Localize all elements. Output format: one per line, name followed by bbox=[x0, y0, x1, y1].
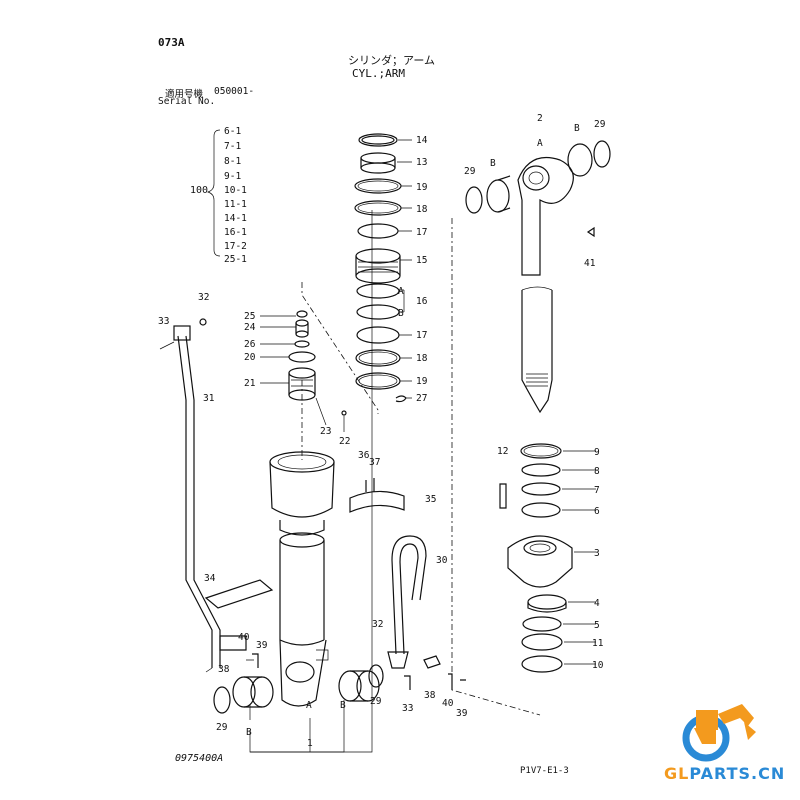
callout-c40b: 40 bbox=[442, 698, 454, 709]
callout-c17b: 17 bbox=[416, 330, 427, 341]
kit-item: 17-2 bbox=[224, 241, 247, 252]
callout-c22: 22 bbox=[339, 436, 350, 447]
seal-stack-upper bbox=[354, 133, 412, 403]
callout-c8: 8 bbox=[594, 466, 600, 477]
callout-c32a: 32 bbox=[198, 292, 209, 303]
callout-c16A: A bbox=[398, 286, 404, 297]
callout-c2B1: B bbox=[490, 158, 496, 169]
callout-c37: 37 bbox=[369, 457, 380, 468]
callout-c16B: B bbox=[398, 308, 404, 319]
callout-c34: 34 bbox=[204, 573, 216, 584]
kit-item: 7-1 bbox=[224, 141, 242, 152]
centerline-left bbox=[301, 282, 379, 414]
kit-item: 25-1 bbox=[224, 254, 247, 265]
callout-c38b: 38 bbox=[424, 690, 436, 701]
callout-c31: 31 bbox=[203, 393, 215, 404]
callout-c19a: 19 bbox=[416, 182, 428, 193]
callout-c11: 11 bbox=[592, 638, 604, 649]
rod-head-seals bbox=[499, 443, 596, 673]
kit-item: 16-1 bbox=[224, 227, 247, 238]
kit-number: 100 bbox=[190, 185, 209, 196]
title-english: CYL.;ARM bbox=[352, 67, 405, 80]
serial-label-jp: 適用号機 bbox=[165, 89, 204, 100]
callout-c2B2: B bbox=[574, 123, 580, 134]
drawing-number: 0975400A bbox=[175, 753, 224, 764]
kit-item: 8-1 bbox=[224, 156, 242, 167]
callout-c6: 6 bbox=[594, 506, 600, 517]
cylinder-tube bbox=[269, 451, 335, 707]
callout-c36: 36 bbox=[358, 450, 370, 461]
callout-c35: 35 bbox=[425, 494, 436, 505]
callout-c25: 25 bbox=[244, 311, 255, 322]
callout-c24: 24 bbox=[244, 322, 256, 333]
callout-c41: 41 bbox=[584, 258, 596, 269]
brand-logo bbox=[672, 696, 772, 766]
callout-c13: 13 bbox=[416, 157, 427, 168]
callout-c32b: 32 bbox=[372, 619, 383, 630]
kit-item: 11-1 bbox=[224, 199, 247, 210]
callout-c23: 23 bbox=[320, 426, 331, 437]
callout-labels: 141319181715AB16171819272ABB292941987612… bbox=[158, 113, 606, 749]
piston-rod bbox=[451, 140, 611, 716]
callout-c4: 4 bbox=[594, 598, 600, 609]
callout-c1A: A bbox=[306, 700, 312, 711]
callout-c7: 7 bbox=[594, 485, 600, 496]
excavator-gear-logo-icon bbox=[682, 704, 756, 762]
piston-parts bbox=[260, 310, 347, 432]
bottom-fittings bbox=[205, 653, 466, 690]
callout-c29c: 29 bbox=[216, 722, 228, 733]
callout-c19b: 19 bbox=[416, 376, 428, 387]
callout-c38a: 38 bbox=[218, 664, 230, 675]
kit-item: 9-1 bbox=[224, 171, 242, 182]
callout-c20: 20 bbox=[244, 352, 256, 363]
callout-c26: 26 bbox=[244, 339, 256, 350]
bottom-pins bbox=[213, 210, 384, 753]
callout-c39b: 39 bbox=[456, 708, 468, 719]
callout-c30: 30 bbox=[436, 555, 448, 566]
kit-item: 14-1 bbox=[224, 213, 247, 224]
callout-c9: 9 bbox=[594, 447, 600, 458]
brand-name: GLPARTS.CN bbox=[664, 764, 786, 783]
callout-c3: 3 bbox=[594, 548, 600, 559]
serial-value: 050001- bbox=[214, 86, 255, 97]
title-japanese: シリンダ；アーム bbox=[348, 54, 436, 67]
callout-c33a: 33 bbox=[158, 316, 169, 327]
callout-c10: 10 bbox=[592, 660, 604, 671]
callout-c29b: 29 bbox=[594, 119, 606, 130]
page-code: 073A bbox=[158, 36, 185, 49]
pipe-30 bbox=[387, 535, 427, 669]
clamps bbox=[204, 478, 405, 651]
callout-c12: 12 bbox=[497, 446, 508, 457]
callout-c18b: 18 bbox=[416, 353, 428, 364]
callout-c39a: 39 bbox=[256, 640, 268, 651]
callout-c15: 15 bbox=[416, 255, 427, 266]
callout-c17a: 17 bbox=[416, 227, 427, 238]
callout-c1B1: B bbox=[246, 727, 252, 738]
callout-c5: 5 bbox=[594, 620, 600, 631]
callout-c27: 27 bbox=[416, 393, 427, 404]
callout-c14: 14 bbox=[416, 135, 428, 146]
callout-c1B2: B bbox=[340, 700, 346, 711]
kit-item: 6-1 bbox=[224, 126, 242, 137]
callout-c21: 21 bbox=[244, 378, 256, 389]
page-reference: P1V7-E1-3 bbox=[520, 766, 569, 776]
callout-c2: 2 bbox=[537, 113, 543, 124]
kit-item: 10-1 bbox=[224, 185, 247, 196]
pipe-31 bbox=[159, 318, 221, 668]
serial-label-en: Serial No. bbox=[158, 96, 216, 107]
callout-c29d: 29 bbox=[370, 696, 382, 707]
kit-bracket bbox=[206, 129, 221, 257]
callout-c1: 1 bbox=[307, 738, 313, 749]
callout-c33b: 33 bbox=[402, 703, 413, 714]
callout-c16: 16 bbox=[416, 296, 428, 307]
callout-c40a: 40 bbox=[238, 632, 250, 643]
callout-c29a: 29 bbox=[464, 166, 476, 177]
callout-c2A: A bbox=[537, 138, 543, 149]
callout-c18a: 18 bbox=[416, 204, 428, 215]
